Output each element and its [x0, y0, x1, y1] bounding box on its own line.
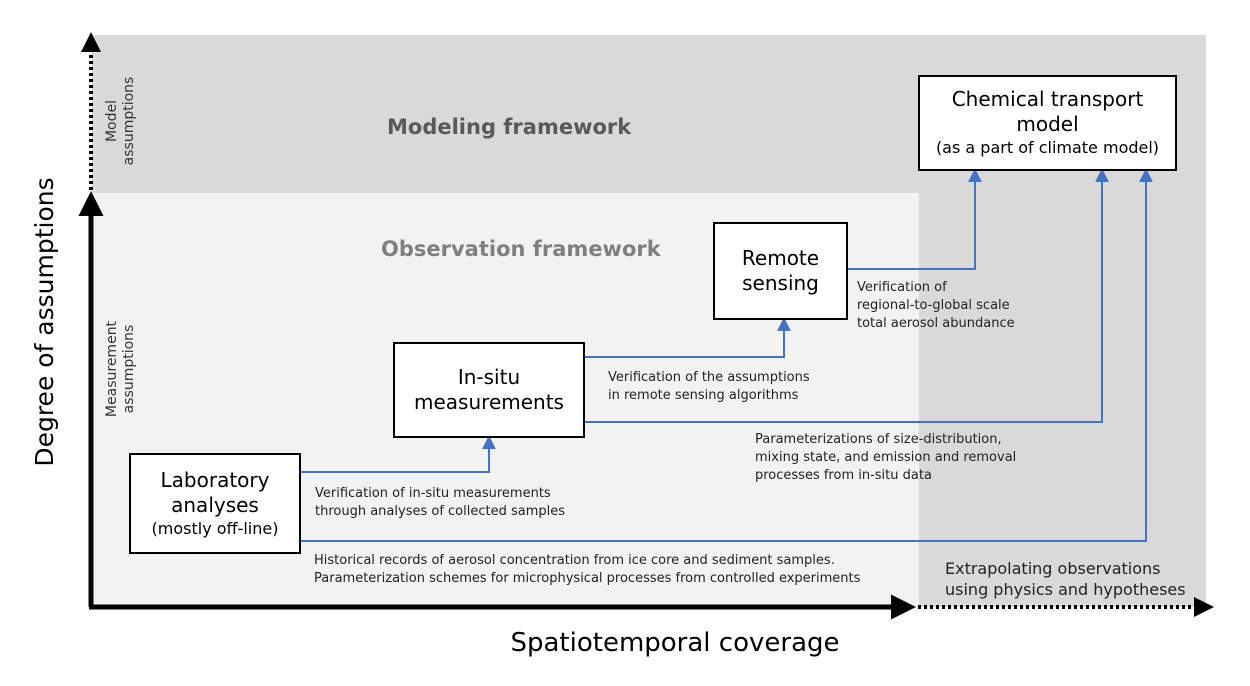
- observation-framework-title: Observation framework: [381, 237, 661, 261]
- note-extrapolating: Extrapolating observations using physics…: [945, 559, 1186, 599]
- x-axis-title: Spatiotemporal coverage: [510, 628, 840, 658]
- insitu-title-line-1: In-situ: [457, 365, 521, 389]
- remote-title-line-1: Remote: [741, 246, 820, 270]
- modeling-framework-title: Modeling framework: [387, 115, 632, 139]
- note-insitu-to-ctm: Parameterizations of size-distribution, …: [755, 432, 1017, 483]
- lab-title-line-2: analyses: [171, 492, 259, 517]
- laboratory-analyses-box: Laboratory analyses (mostly off-line): [129, 453, 301, 554]
- lab-title-line-1: Laboratory: [160, 467, 270, 492]
- connector-lab-to-insitu: [300, 435, 496, 473]
- remote-sensing-box: Remote sensing: [713, 222, 848, 320]
- note-insitu-to-remote: Verification of the assumptions in remot…: [608, 370, 810, 403]
- ctm-title-line-1: Chemical transport: [951, 87, 1144, 111]
- connector-insitu-to-remote: [585, 317, 791, 358]
- connector-insitu-to-ctm: [585, 168, 1109, 423]
- remote-title-line-2: sensing: [742, 271, 819, 295]
- lab-subtitle: (mostly off-line): [151, 518, 279, 538]
- in-situ-measurements-box: In-situ measurements: [393, 342, 585, 438]
- connector-lab-to-ctm: [300, 168, 1153, 542]
- insitu-title-line-2: measurements: [414, 390, 564, 414]
- note-lab-to-ctm: Historical records of aerosol concentrat…: [314, 553, 861, 586]
- chemical-transport-model-box: Chemical transport model (as a part of c…: [918, 75, 1177, 171]
- note-lab-to-insitu: Verification of in-situ measurements thr…: [315, 486, 566, 519]
- note-remote-to-ctm: Verification of regional-to-global scale…: [857, 280, 1015, 331]
- connector-remote-to-ctm: [847, 168, 982, 270]
- ctm-title-line-2: model: [1016, 112, 1079, 136]
- ctm-subtitle: (as a part of climate model): [935, 138, 1160, 157]
